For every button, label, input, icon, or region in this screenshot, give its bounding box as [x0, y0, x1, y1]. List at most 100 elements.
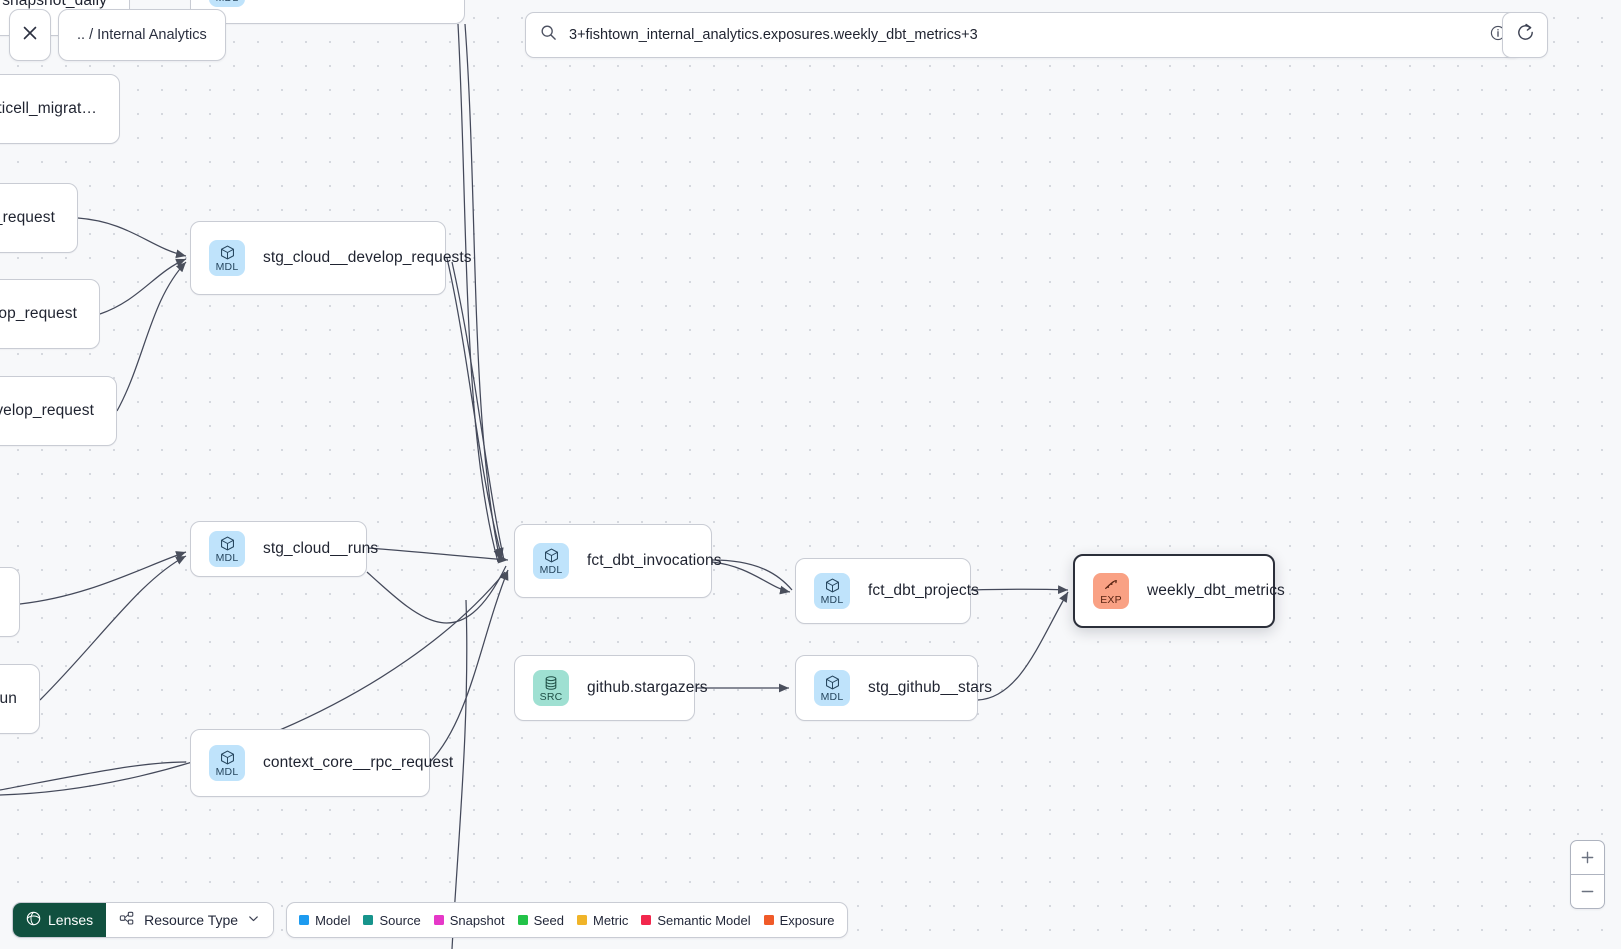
graph-node-stg-cloud--develop-request2[interactable]: …velop_request [0, 279, 100, 349]
node-label: github.stargazers [587, 679, 708, 696]
minus-icon [1581, 890, 1594, 893]
graph-node-context-core--rpc-request[interactable]: MDL context_core__rpc_request [190, 729, 453, 797]
zoom-controls [1570, 840, 1605, 909]
resource-nodes-icon [119, 911, 135, 930]
legend-item-model[interactable]: Model [299, 913, 350, 928]
legend-label: Semantic Model [657, 912, 751, 928]
lineage-bottom-toolbar: Lenses Resource Type Model Source Snapshot… [12, 902, 848, 938]
node-type-badge-exp: EXP [1093, 573, 1129, 609]
node-type-badge-mdl: MDL [533, 543, 569, 579]
node-label: stg_cloud__develop_requests [263, 249, 472, 266]
node-type-badge-label: MDL [820, 594, 844, 606]
legend-swatch [577, 915, 587, 925]
search-icon [540, 24, 557, 46]
node-label: context_core__rpc_request [263, 754, 454, 771]
resource-type-legend: Model Source Snapshot Seed Metric Semantic Mo… [286, 902, 848, 938]
graph-node-stg-cloud--runs[interactable]: MDL stg_cloud__runs [190, 521, 378, 577]
cube-icon [219, 244, 236, 261]
node-type-badge-label: MDL [215, 766, 239, 778]
breadcrumb[interactable]: .. / Internal Analytics [58, 9, 226, 61]
node-type-badge-mdl: MDL [209, 0, 245, 7]
close-button[interactable] [9, 9, 51, 61]
legend-label: Seed [533, 912, 564, 928]
node-type-badge-label: MDL [820, 691, 844, 703]
node-type-badge-label: EXP [1100, 594, 1122, 606]
graph-node-partial-run-a[interactable]: …n [0, 567, 20, 637]
node-type-badge-mdl: MDL [209, 240, 245, 276]
cube-icon [543, 547, 560, 564]
legend-swatch [433, 915, 444, 925]
node-type-badge-label: MDL [539, 564, 563, 576]
zoom-out-button[interactable] [1571, 875, 1604, 908]
cube-icon [219, 535, 236, 552]
legend-swatch [363, 915, 374, 925]
legend-item-source[interactable]: Source [363, 912, 421, 928]
chevron-down-icon [247, 912, 260, 928]
legend-label: Exposure [779, 912, 835, 928]
legend-item-semantic-model[interactable]: Semantic Model [641, 912, 751, 928]
node-label: …p_request [0, 209, 55, 226]
node-label: weekly_dbt_metrics [1147, 582, 1285, 599]
lenses-button[interactable]: Lenses [13, 903, 107, 937]
legend-swatch [641, 915, 652, 925]
legend-swatch [763, 915, 774, 925]
graph-node-weekly-dbt-metrics[interactable]: EXP weekly_dbt_metrics [1073, 554, 1285, 628]
node-type-badge-label: SRC [539, 690, 563, 703]
resource-type-label: Resource Type [144, 912, 239, 928]
graph-node-multicell-migration[interactable]: multicell_migrat… [0, 74, 120, 144]
node-label: …_develop_request [0, 402, 94, 419]
graph-node-fct-dbt-projects[interactable]: MDL fct_dbt_projects [795, 558, 979, 624]
database-icon [543, 675, 559, 691]
lens-group: Lenses Resource Type [12, 902, 275, 938]
node-label: …velop_request [0, 305, 77, 322]
cube-icon [824, 577, 841, 594]
node-label: ….run [0, 690, 17, 707]
node-label: stg_github__stars [868, 679, 993, 696]
legend-item-seed[interactable]: Seed [517, 912, 564, 928]
node-type-badge-label: MDL [216, 0, 239, 3]
legend-item-metric[interactable]: Metric [577, 913, 628, 928]
lineage-search-bar[interactable] [525, 12, 1522, 58]
legend-item-exposure[interactable]: Exposure [763, 912, 835, 928]
legend-item-snapshot[interactable]: Snapshot [433, 912, 505, 928]
lenses-label: Lenses [48, 912, 94, 928]
node-type-badge-mdl: MDL [814, 573, 850, 609]
node-label: fct_dbt_projects [868, 582, 980, 599]
graph-node-stg-cloud--develop-request[interactable]: …p_request [0, 183, 78, 253]
breadcrumb-label: .. / Internal Analytics [77, 27, 207, 43]
zoom-in-button[interactable] [1571, 841, 1604, 875]
graph-node-int-cloud--account-plan-history[interactable]: MDLint_cloud__account_plan_history [190, 0, 465, 24]
graph-node-fct-dbt-invocations[interactable]: MDL fct_dbt_invocations [514, 524, 722, 598]
cube-icon [824, 674, 841, 691]
graph-node-github-stargazers[interactable]: SRC github.stargazers [514, 655, 708, 721]
graph-node-partial-run-b[interactable]: ….run [0, 664, 40, 734]
graph-node-int-develop-request[interactable]: …_develop_request [0, 376, 117, 446]
resource-type-dropdown[interactable]: Resource Type [106, 903, 274, 937]
node-label: multicell_migrat… [0, 100, 97, 117]
node-type-badge-label: MDL [215, 261, 239, 273]
legend-label: Model [315, 912, 351, 928]
legend-label: Source [379, 912, 421, 928]
node-type-badge-mdl: MDL [209, 531, 245, 567]
node-type-badge-src: SRC [533, 670, 569, 706]
legend-label: Snapshot [449, 912, 505, 928]
legend-swatch [299, 915, 310, 925]
cube-icon [219, 749, 236, 766]
node-type-badge-label: MDL [215, 552, 239, 564]
search-input[interactable] [567, 26, 1489, 44]
refresh-button[interactable] [1502, 12, 1548, 58]
legend-label: Metric [593, 912, 629, 928]
metric-line-icon [1103, 577, 1120, 594]
graph-node-stg-cloud--develop-requests[interactable]: MDL stg_cloud__develop_requests [190, 221, 472, 295]
close-icon [21, 24, 39, 47]
node-type-badge-mdl: MDL [814, 670, 850, 706]
legend-swatch [517, 915, 528, 925]
graph-node-stg-github--stars[interactable]: MDL stg_github__stars [795, 655, 992, 721]
node-label: fct_dbt_invocations [587, 552, 722, 569]
lens-aperture-icon [26, 911, 41, 929]
refresh-icon [1515, 22, 1536, 48]
node-type-badge-mdl: MDL [209, 745, 245, 781]
node-label: stg_cloud__runs [263, 540, 379, 557]
